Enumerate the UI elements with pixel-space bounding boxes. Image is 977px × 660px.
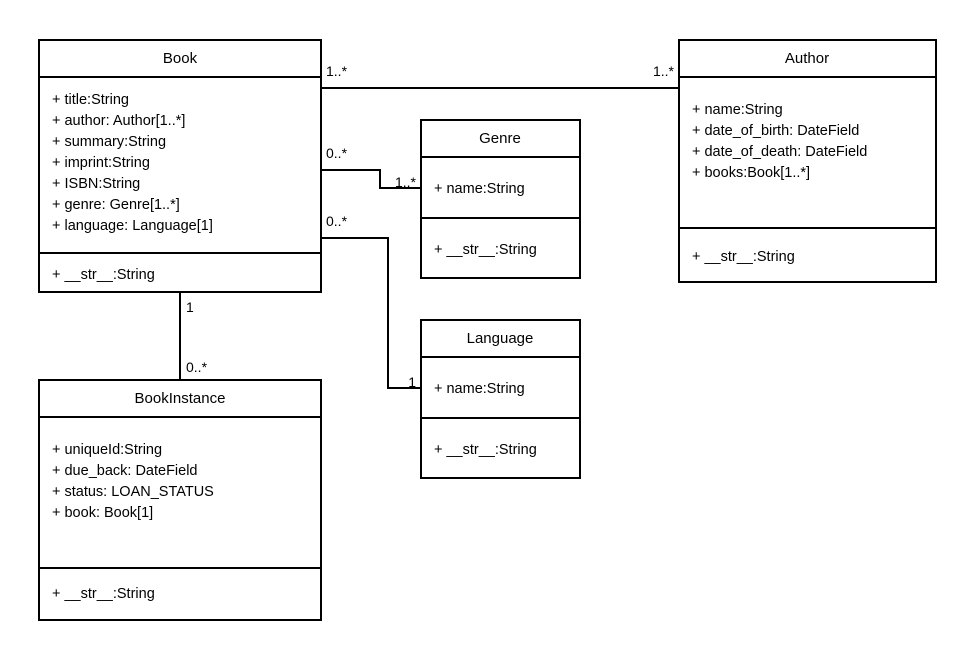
class-box-bookinstance[interactable]: BookInstance + uniqueId:String + due_bac… [38,379,322,621]
class-attribute-bookinstance-uniqueid: + uniqueId:String [52,442,162,458]
multiplicity-book-language-from: 0..* [326,213,348,229]
class-attribute-bookinstance-status: + status: LOAN_STATUS [52,484,214,500]
class-attribute-bookinstance-dueback: + due_back: DateField [52,463,198,479]
association-line-book-genre [321,169,421,189]
class-box-genre[interactable]: Genre + name:String + __str__:String [420,119,581,279]
class-outline-genre [420,119,581,279]
class-attribute-book-imprint: + imprint:String [52,155,150,171]
class-method-language-str: + __str__:String [434,442,537,458]
class-method-bookinstance-str: + __str__:String [52,586,155,602]
association-book-bookinstance: 1 0..* [179,292,208,380]
class-outline-language [420,319,581,479]
class-box-language[interactable]: Language + name:String + __str__:String [420,319,581,479]
class-box-author[interactable]: Author + name:String + date_of_birth: Da… [678,39,937,283]
class-attribute-author-books: + books:Book[1..*] [692,165,810,181]
class-outline-book [38,39,322,293]
class-attribute-book-title: + title:String [52,92,129,108]
class-name-book: Book [163,50,198,67]
association-book-author: 1..* 1..* [321,63,679,89]
multiplicity-book-genre-from: 0..* [326,145,348,161]
class-name-language: Language [467,330,534,347]
multiplicity-book-author-from: 1..* [326,63,348,79]
class-attribute-author-dod: + date_of_death: DateField [692,144,867,160]
class-method-author-str: + __str__:String [692,249,795,265]
class-method-book-str: + __str__:String [52,267,155,283]
class-name-bookinstance: BookInstance [135,390,226,407]
class-attribute-language-name: + name:String [434,381,525,397]
class-attribute-book-isbn: + ISBN:String [52,176,140,192]
multiplicity-book-language-to: 1 [408,374,416,390]
class-attribute-book-author: + author: Author[1..*] [52,113,185,129]
class-attribute-book-language: + language: Language[1] [52,218,213,234]
class-outline-author [678,39,937,283]
class-name-genre: Genre [479,130,521,147]
multiplicity-book-genre-to: 1..* [395,174,417,190]
multiplicity-book-bookinstance-to: 0..* [186,359,208,375]
class-attribute-author-name: + name:String [692,102,783,118]
class-box-book[interactable]: Book + title:String + author: Author[1..… [38,39,322,293]
class-attribute-book-genre: + genre: Genre[1..*] [52,197,180,213]
association-book-genre: 0..* 1..* [321,145,421,190]
association-line-book-language [321,237,421,389]
class-name-author: Author [785,50,829,67]
association-book-language: 0..* 1 [321,213,421,390]
class-attribute-bookinstance-book: + book: Book[1] [52,505,153,521]
class-method-genre-str: + __str__:String [434,242,537,258]
class-outline-bookinstance [38,379,322,621]
class-attribute-genre-name: + name:String [434,181,525,197]
class-attribute-book-summary: + summary:String [52,134,166,150]
multiplicity-book-bookinstance-from: 1 [186,299,194,315]
class-attribute-author-dob: + date_of_birth: DateField [692,123,859,139]
multiplicity-book-author-to: 1..* [653,63,675,79]
